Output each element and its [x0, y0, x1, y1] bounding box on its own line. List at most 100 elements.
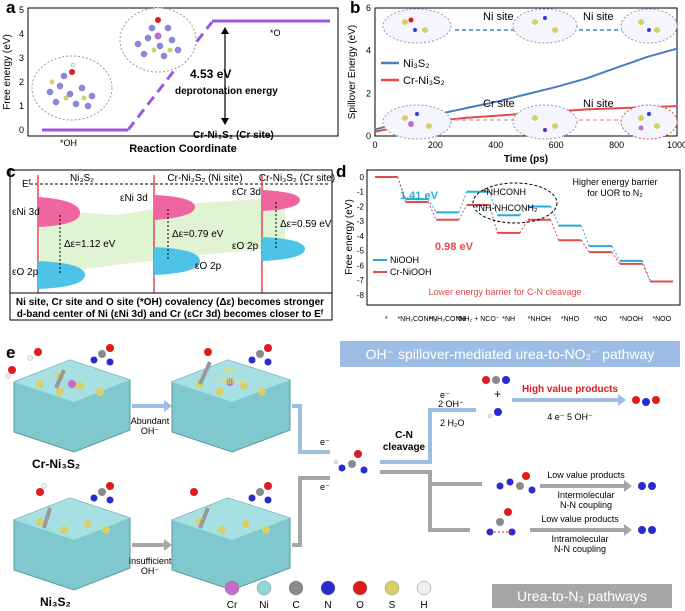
arrow-insufficient-head: [164, 539, 172, 551]
d-xtick-3: *NH₂ + NCO⁻: [457, 316, 500, 323]
legend-crniooh-label: Cr-NiOOH: [390, 267, 432, 277]
insufficient-label: Insufficient: [129, 556, 172, 566]
cr-ni3s2-spillover-slab: [171, 359, 291, 453]
b-xtick-0: 0: [372, 140, 377, 150]
low-value-label-2: Low value products: [541, 514, 619, 524]
arrow-low-value-1-head: [624, 480, 632, 492]
cr-d-band: [262, 190, 300, 211]
caption-1: Ni site, Cr site and O site (*OH) covale…: [16, 297, 324, 308]
d-xtick-4: *NH: [502, 316, 515, 323]
no2-product: [632, 396, 660, 406]
b-xtick-1: 200: [428, 140, 443, 150]
b-ytick-2: 4: [366, 46, 371, 56]
o-p-band-2: [154, 247, 200, 275]
ytick-4: 4: [19, 29, 24, 39]
inter-label-2: N-N coupling: [560, 500, 612, 510]
d-xtick-9: *NOO: [652, 316, 671, 323]
d-ytick-6: -6: [357, 261, 365, 270]
banner-spillover-pathway: OH⁻ spillover-mediated urea-to-NO₂⁻ path…: [340, 341, 680, 367]
panel-label-c: c: [6, 162, 16, 181]
col-header-cr-ni-site: Cr-Ni₃S₂ (Ni site): [167, 173, 242, 184]
col-header-ni3s2: Ni₃S₂: [70, 173, 94, 184]
site-label: Cr-Ni₃S₂ (Cr site): [193, 130, 274, 141]
panel-a-yticks: 0 1 2 3 4 5: [19, 5, 24, 135]
b-xtick-5: 1000: [667, 140, 685, 150]
d-ytick-4: -4: [357, 232, 365, 241]
panel-label-d: d: [336, 162, 347, 181]
panel-a-xlabel: Reaction Coordinate: [129, 143, 237, 155]
panel-e-scheme: Cr-Ni₃S₂ Ni₃S₂ Abundant OH⁻ Insufficient…: [5, 344, 660, 611]
oh-structure-inset: [31, 55, 113, 121]
ytick-3: 3: [19, 53, 24, 63]
d-xtick-1: *NH₂CONH₂: [397, 316, 436, 323]
d-connector-0-1: [427, 198, 437, 213]
oh-molecules: [5, 348, 212, 496]
legend-swatch-s: [384, 580, 400, 596]
e-minus-bottom: e⁻: [320, 482, 330, 492]
d-xtick-5: *NHOH: [528, 316, 551, 323]
legend-label-s: S: [389, 600, 396, 611]
d-xtick-7: *NO: [594, 316, 608, 323]
insufficient-oh-label: OH⁻: [141, 566, 160, 576]
arrow-low-value-2-head: [624, 524, 632, 536]
banner-n2-pathways: Urea-to-N₂ pathways: [492, 584, 672, 608]
legend-swatch-o: [352, 580, 368, 596]
legend-label-n: N: [324, 600, 331, 611]
b-ytick-3: 6: [366, 3, 371, 13]
d-connector-1-3: [488, 204, 498, 234]
abundant-label: Abundant: [131, 416, 170, 426]
d-ytick-5: -5: [357, 247, 365, 256]
eps-ni-label-1: εNi 3d: [12, 207, 40, 218]
panel-label-e: e: [6, 343, 16, 362]
legend-label-c: C: [292, 600, 299, 611]
panel-d-yticks: 0-1-2-3-4-5-6-7-8: [357, 173, 365, 300]
arrow-inter-coupling: [380, 470, 482, 486]
d-connector-1-8: [641, 263, 651, 282]
legend-label-o: O: [356, 600, 364, 611]
d-ytick-1: -1: [357, 188, 365, 197]
d-xtick-2: *NH₂CONH: [429, 316, 465, 323]
panel-a-ylabel: Free energy (eV): [2, 34, 13, 110]
d-connector-0-5: [550, 206, 560, 226]
cleavage-products: [482, 376, 510, 419]
four-e-label: 4 e⁻ 5 OH⁻: [547, 412, 593, 422]
b-xtick-4: 800: [609, 140, 624, 150]
d-xtick-0: *: [385, 316, 388, 323]
inter-label-1: Intermolecular: [557, 490, 614, 500]
legend-label-cr: Cr: [227, 600, 238, 611]
covalency-region: [40, 197, 285, 275]
note-low: Lower energy barrier for C-N cleavage: [428, 287, 581, 297]
species-ellipse: [472, 182, 558, 224]
n2-product-1: [638, 482, 656, 490]
b-xtick-3: 600: [549, 140, 564, 150]
cn-cleavage-label-2: cleavage: [383, 442, 426, 453]
eps-o-label-2: εO 2p: [195, 261, 222, 272]
ni-catalyst-label: Ni₃S₂: [40, 595, 71, 609]
d-connector-0-6: [580, 225, 590, 247]
gap-label-2: Δε=0.79 eV: [172, 229, 224, 240]
two-oh-label: 2 OH⁻: [438, 399, 464, 409]
legend-label-ni: Ni: [259, 600, 268, 611]
intra-label-1: Intramolecular: [551, 534, 608, 544]
energy-value: 4.53 eV: [190, 67, 231, 81]
cr-catalyst-label: Cr-Ni₃S₂: [32, 457, 80, 471]
eps-ni-label-2: εNi 3d: [120, 193, 148, 204]
d-connector-1-2: [458, 204, 468, 220]
panel-b-ylabel: Spillover Energy (eV): [347, 25, 358, 119]
fermi-label: Eᶠ: [22, 179, 32, 190]
transition-dash: [126, 21, 214, 131]
inter-coupling-intermediate: [496, 472, 536, 494]
d-connector-1-0: [397, 176, 407, 203]
legend-niooh-label: NiOOH: [390, 255, 419, 265]
b-ytick-1: 2: [366, 88, 371, 98]
col-header-cr-cr-site: Cr-Ni₃S₂ (Cr site): [259, 173, 335, 184]
legend-crni3s2-label: Cr-Ni₃S₂: [403, 75, 445, 87]
panel-label-b: b: [350, 0, 361, 17]
ytick-0: 0: [19, 125, 24, 135]
annot-ni-site-right: Ni site: [583, 11, 614, 23]
eps-o-label-3: εO 2p: [232, 241, 259, 252]
panel-d-chart: 0-1-2-3-4-5-6-7-8 **NH₂CONH₂*NH₂CONH*NH₂…: [345, 169, 681, 323]
d-connector-1-4: [519, 219, 529, 234]
